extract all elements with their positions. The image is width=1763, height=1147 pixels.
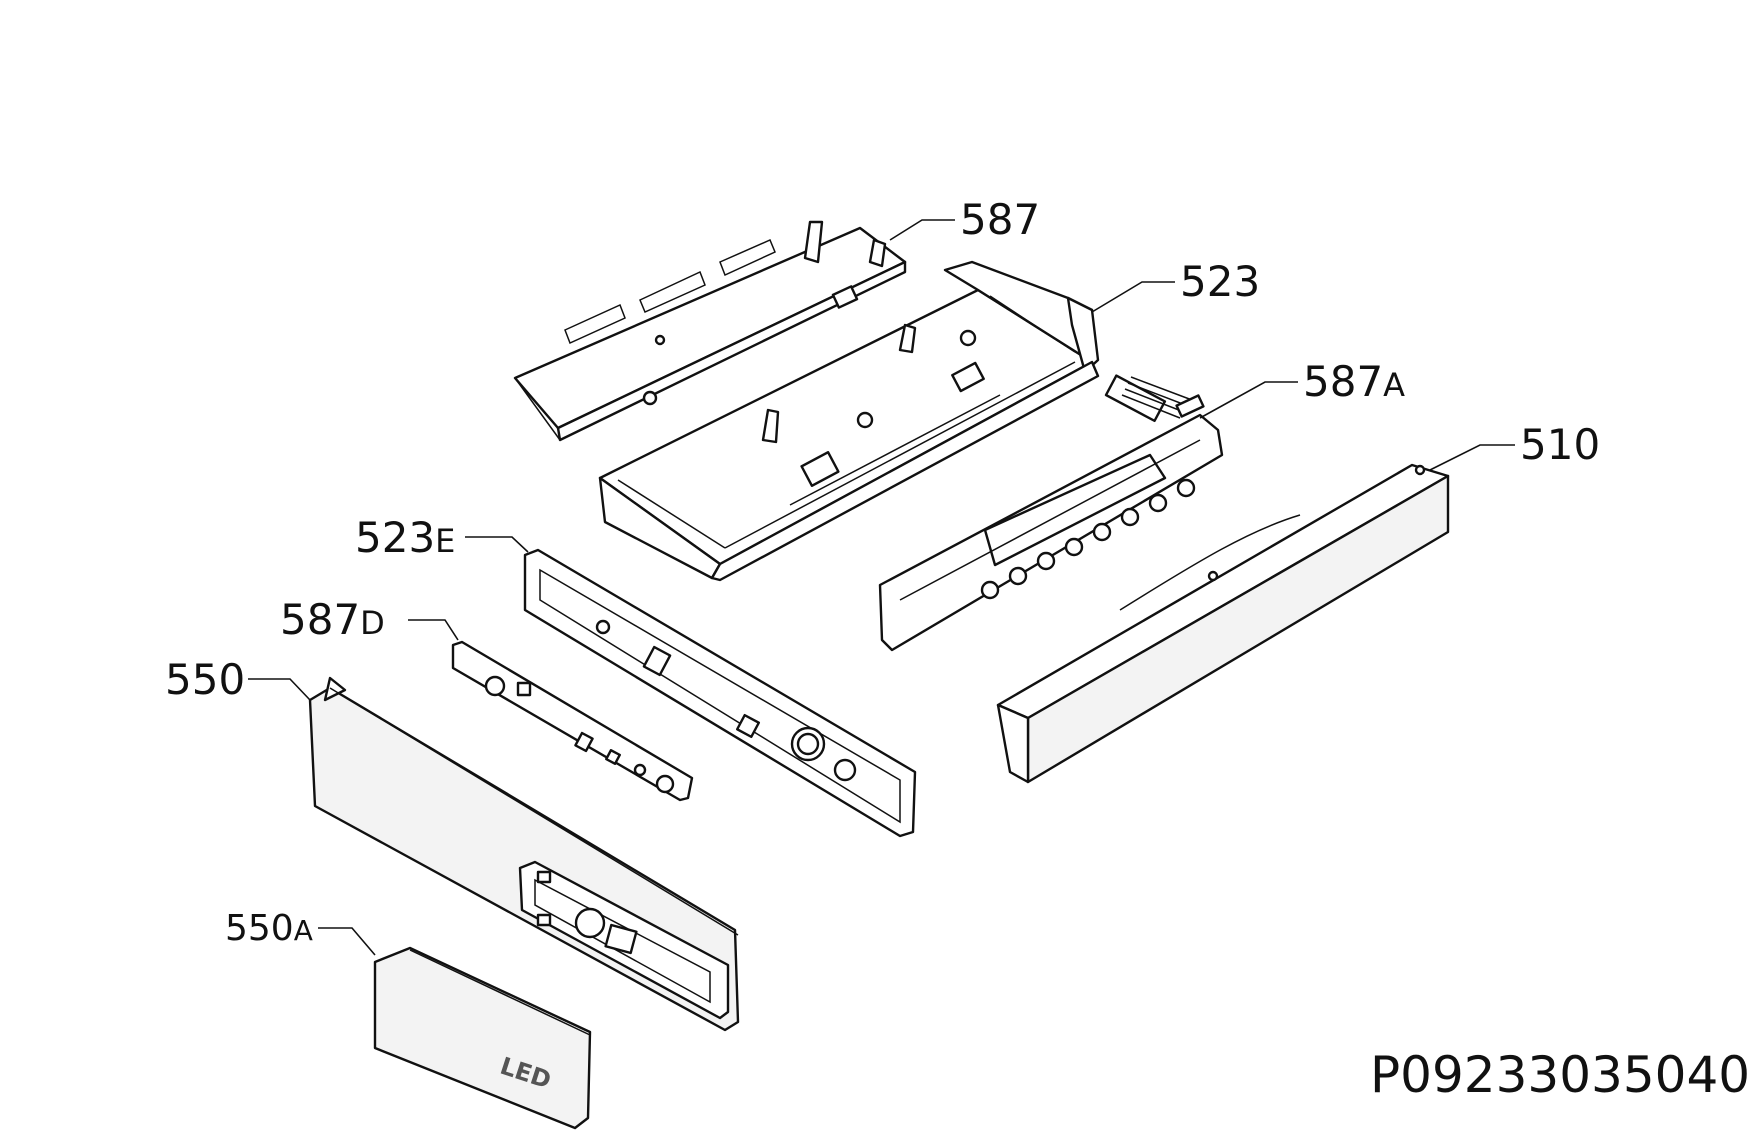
part-510-trim-strip [996, 463, 1450, 784]
label-587d: 587D [280, 595, 385, 644]
part-587a-control-pcb [878, 374, 1224, 652]
part-523-housing-tray [598, 260, 1100, 582]
part-523e-inner-frame [523, 548, 917, 838]
leader-510 [1429, 444, 1515, 471]
leader-550a [318, 927, 376, 956]
push-button-row [980, 478, 1196, 600]
leader-523e [465, 536, 529, 553]
label-550: 550 [165, 655, 245, 704]
drawing-code: P09233035040 [1370, 1046, 1750, 1104]
leader-587d [408, 619, 459, 641]
part-550a-led-lens: LED [373, 946, 592, 1130]
leader-587 [889, 219, 955, 241]
part-587d-display-pcb [451, 640, 694, 802]
label-587a: 587A [1303, 357, 1405, 406]
leader-587a [1199, 381, 1298, 419]
ribbon-cable [1121, 376, 1193, 419]
leader-523 [1091, 281, 1175, 313]
label-523: 523 [1180, 257, 1260, 306]
leader-550 [248, 678, 311, 701]
label-510: 510 [1520, 420, 1600, 469]
part-587-cover-plate [513, 220, 907, 442]
leader-lines [248, 219, 1515, 956]
part-550-front-panel [308, 676, 740, 1032]
label-550a: 550A [225, 908, 313, 949]
label-523e: 523E [355, 513, 455, 562]
part-labels: 587 523 587A 510 523E 587D 550 550A [165, 195, 1600, 949]
label-587: 587 [960, 195, 1040, 244]
